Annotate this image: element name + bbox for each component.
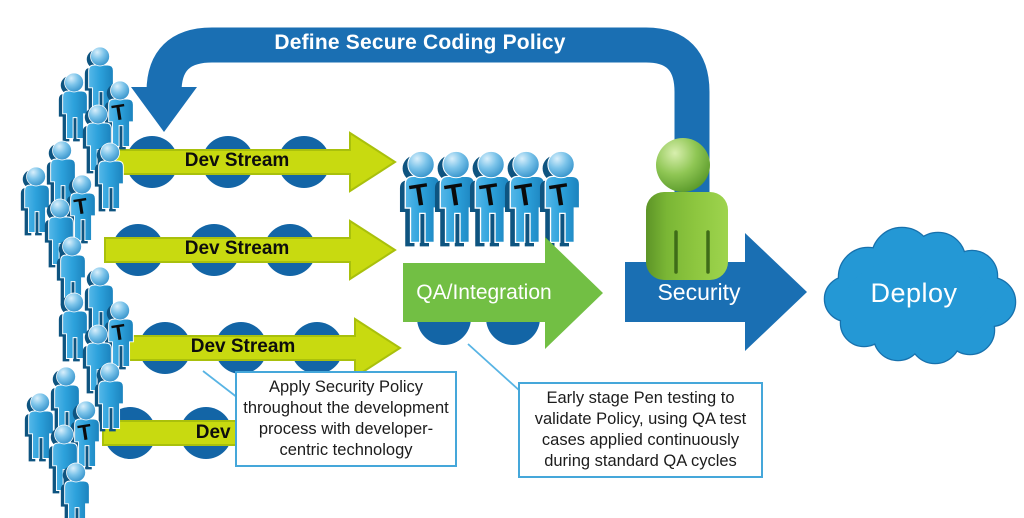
callout-early-pen-testing: Early stage Pen testing to validate Poli… — [518, 382, 763, 478]
deploy-cloud-icon — [823, 226, 1017, 365]
leader-line-1 — [202, 370, 239, 399]
security-person-body — [646, 192, 728, 280]
security-arrow-label: Security — [657, 279, 741, 305]
dev-stream-label-1: Dev Stream — [184, 150, 290, 171]
qa-team-row — [400, 151, 580, 246]
callout-apply-security-policy: Apply Security Policy throughout the dev… — [235, 371, 457, 467]
security-person-head — [656, 138, 710, 192]
policy-arrowhead — [131, 87, 197, 132]
dev-stream-label-2: Dev Stream — [184, 238, 290, 259]
callout-leader-lines — [202, 343, 521, 399]
dev-stream-label-3: Dev Stream — [190, 336, 296, 357]
dev-stream-row-2 — [104, 220, 396, 280]
security-person-legs — [674, 230, 710, 274]
dev-team-cluster-2 — [20, 140, 96, 306]
policy-arrow — [131, 27, 710, 200]
policy-arrow-label: Define Secure Coding Policy — [274, 31, 566, 54]
dev-stream-row-1 — [104, 132, 396, 192]
leader-line-2 — [467, 343, 521, 392]
qa-integration-arrow — [403, 237, 603, 349]
deploy-cloud-label: Deploy — [870, 278, 958, 308]
qa-arrow-label: QA/Integration — [416, 281, 552, 304]
security-person-icon — [646, 138, 728, 280]
dev-stream-row-3 — [109, 318, 401, 378]
